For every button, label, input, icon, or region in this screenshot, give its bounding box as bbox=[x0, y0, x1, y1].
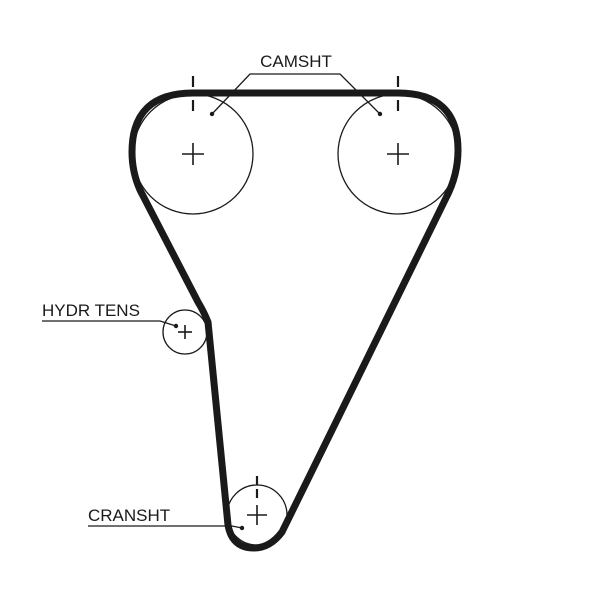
tensioner-leader-dot bbox=[173, 323, 179, 329]
timing-belt bbox=[128, 89, 462, 552]
tensioner-leader-line bbox=[42, 320, 177, 327]
crankshaft-leader-dot bbox=[239, 525, 245, 531]
camshaft-right-leader-dot bbox=[377, 111, 383, 117]
crankshaft-label: CRANSHT bbox=[88, 506, 170, 525]
camshaft-label: CAMSHT bbox=[260, 52, 332, 71]
camshaft-right-center-cross bbox=[387, 143, 409, 165]
camshaft-left-center-cross bbox=[182, 143, 204, 165]
tensioner-label: HYDR TENS bbox=[42, 301, 140, 320]
camshaft-left-leader-dot bbox=[209, 111, 215, 117]
crankshaft-leader-line bbox=[88, 525, 243, 529]
crankshaft-center-cross bbox=[247, 505, 267, 525]
tensioner-center-cross bbox=[178, 325, 192, 339]
camshaft-leader-line bbox=[211, 73, 381, 115]
